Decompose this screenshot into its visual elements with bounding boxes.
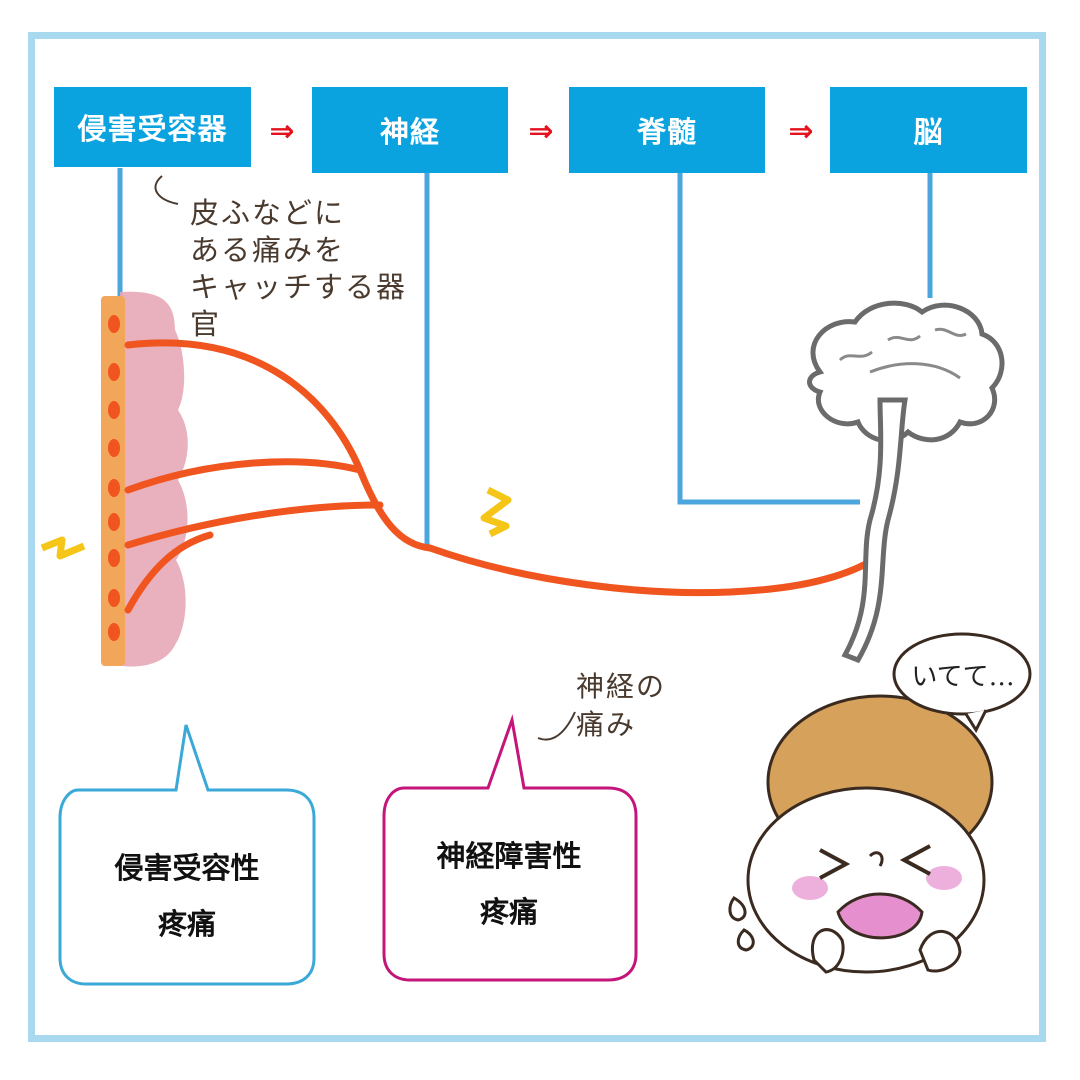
nociceptive-bubble [58,724,316,986]
organ-note-line-1: 皮ふなどに [190,196,346,230]
stage-nociceptor-label: 侵害受容器 [77,112,228,146]
neuropathic-pain-label: 神経障害性 疼痛 [385,828,633,940]
child-speech-text: いてて… [911,662,1015,692]
stage-nociceptor: 侵害受容器 [54,87,251,167]
spinal-cord [841,397,908,664]
nerve-note-line-2: 痛み [576,708,637,741]
organ-note-line-2: ある痛みを [190,233,346,267]
organ-note: 皮ふなどに ある痛みを キャッチする器官 [190,195,420,343]
nerve-pain-note: 神経の 痛み [576,668,686,744]
flow-arrow-3: ⇒ [788,114,814,149]
nerve-note-line-1: 神経の [576,670,667,703]
stage-brain: 脳 [830,87,1027,173]
neuropathic-line-1: 神経障害性 [436,839,582,873]
child-in-pain-illustration [728,632,1032,974]
nociceptor-dots [108,315,120,641]
nerve-note-pointer [537,711,576,741]
neuropathic-bubble [382,714,638,982]
brain-icon [807,300,1005,444]
nociceptive-line-1: 侵害受容性 [114,851,260,885]
neuropathic-line-2: 疼痛 [479,895,538,929]
stage-spinal-cord: 脊髄 [569,87,765,173]
stage-nerve: 神経 [312,87,508,173]
stage-brain-label: 脳 [913,115,944,149]
nerve-fibers [124,339,882,614]
connector-spinal-cord [677,173,860,505]
child-mouth [836,892,924,940]
organ-note-pointer [154,175,179,205]
stage-connectors [117,168,933,545]
skin-pain-spark [40,536,86,560]
stage-nerve-label: 神経 [379,115,440,149]
flow-arrow-1: ⇒ [269,114,295,149]
nociceptive-pain-label: 侵害受容性 疼痛 [64,840,310,952]
nerve-pain-spark [480,486,512,538]
nociceptive-line-2: 疼痛 [157,907,216,941]
speech-bubble [892,632,1032,716]
stage-spinal-cord-label: 脊髄 [636,115,697,149]
flow-arrow-2: ⇒ [528,114,554,149]
brain-folds [838,327,967,380]
child-face [746,786,986,974]
organ-note-line-3: キャッチする器官 [190,270,408,341]
